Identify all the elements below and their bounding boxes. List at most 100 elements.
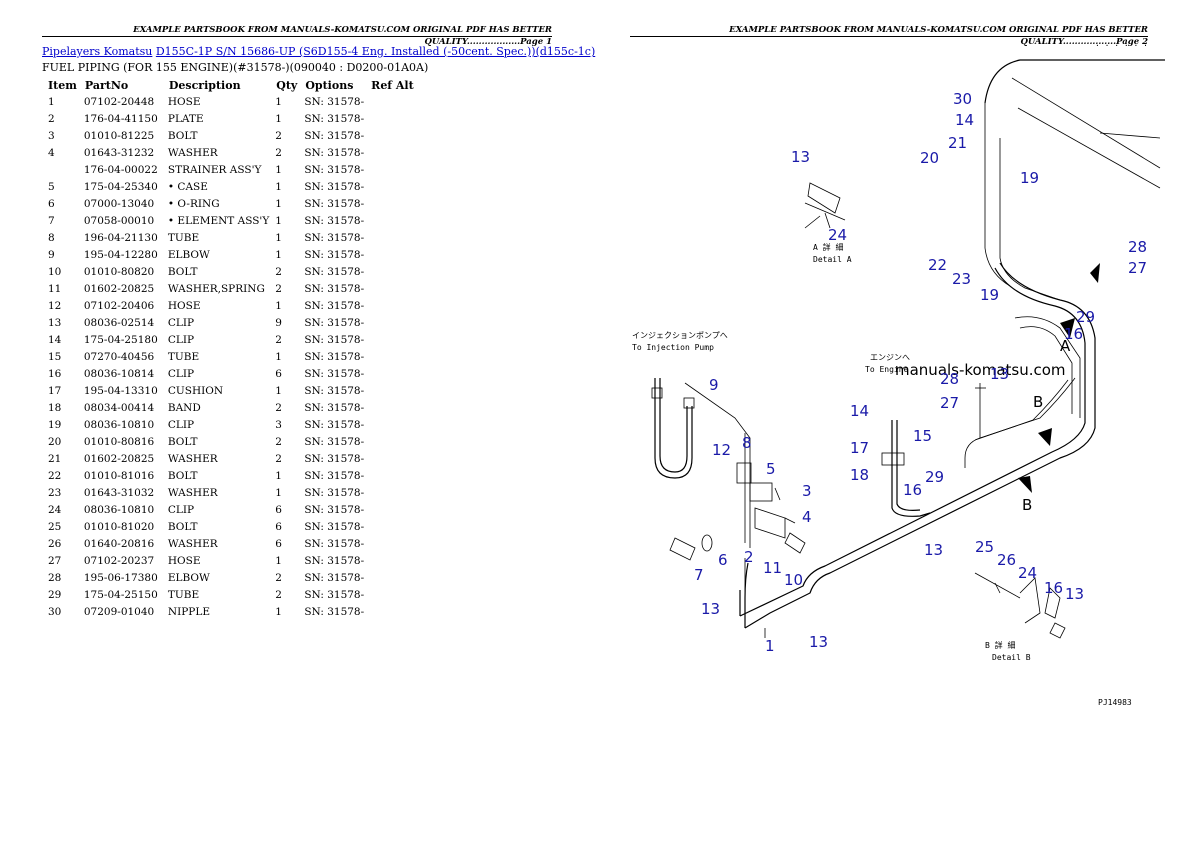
column-header-partno: PartNo	[84, 78, 129, 92]
cell-partno: 08036-10814	[83, 367, 155, 380]
cell-qty: 2	[275, 571, 282, 584]
callout-27: 27	[1128, 259, 1147, 277]
cell-partno: 01602-20825	[83, 452, 155, 465]
cell-ref-alt	[367, 365, 418, 382]
callout-16: 16	[903, 481, 922, 499]
cell-partno: 175-04-25180	[83, 333, 158, 346]
breadcrumb-link-model[interactable]: D155C-1P S/N 15686-UP (S6D155-4 Eng. Ins…	[155, 45, 596, 58]
cell-description: CUSHION	[167, 384, 224, 397]
cell-ref-alt	[367, 518, 418, 535]
callout-16: 16	[1044, 579, 1063, 597]
cell-description: CLIP	[167, 418, 195, 431]
cell-partno: 175-04-25150	[83, 588, 158, 601]
callout-11: 11	[763, 559, 782, 577]
cell-options: SN: 31578-	[304, 163, 365, 176]
cell-qty: 1	[275, 248, 282, 261]
cell-qty: 2	[275, 588, 282, 601]
cell-options: SN: 31578-	[304, 435, 365, 448]
cell-partno: 01010-81225	[83, 129, 155, 142]
cell-ref-alt	[367, 501, 418, 518]
cell-qty: 9	[275, 316, 282, 329]
cell-ref-alt	[367, 552, 418, 569]
cell-item: 13	[48, 316, 62, 329]
cell-description: CLIP	[167, 367, 195, 380]
cell-ref-alt	[367, 110, 418, 127]
cell-item: 10	[48, 265, 62, 278]
cell-ref-alt	[367, 229, 418, 246]
callout-22: 22	[928, 256, 947, 274]
tube-15-assembly	[881, 383, 986, 517]
callout-13: 13	[990, 365, 1009, 383]
cell-item: 26	[48, 537, 62, 550]
cell-item: 15	[48, 350, 62, 363]
cell-options: SN: 31578-	[304, 554, 365, 567]
column-header-options: Options	[305, 78, 354, 92]
cell-description: WASHER	[167, 537, 218, 550]
view-letter-b-lower: B	[1022, 496, 1032, 514]
cell-options: SN: 31578-	[304, 180, 365, 193]
cell-partno: 07058-00010	[83, 214, 155, 227]
detail-b-label: Detail B	[992, 653, 1031, 662]
callout-25: 25	[975, 538, 994, 556]
cell-partno: 01643-31032	[83, 486, 155, 499]
cell-qty: 1	[275, 163, 282, 176]
callout-28: 28	[1128, 238, 1147, 256]
cell-options: SN: 31578-	[304, 418, 365, 431]
cell-qty: 2	[275, 333, 282, 346]
arrows	[1018, 263, 1100, 493]
callout-13: 13	[1065, 585, 1084, 603]
cell-options: SN: 31578-	[304, 452, 365, 465]
cell-item: 18	[48, 401, 62, 414]
cell-options: SN: 31578-	[304, 350, 365, 363]
cell-description: BOLT	[167, 520, 198, 533]
cell-item: 29	[48, 588, 62, 601]
parts-table-header: Item PartNo Description Qty Options Ref …	[42, 77, 418, 93]
cell-ref-alt	[367, 127, 418, 144]
to-injection-pump-label: To Injection Pump	[632, 343, 714, 352]
cell-ref-alt	[367, 161, 418, 178]
cell-description: NIPPLE	[167, 605, 210, 618]
cell-options: SN: 31578-	[304, 588, 365, 601]
callout-19: 19	[980, 286, 999, 304]
column-header-qty: Qty	[276, 78, 298, 92]
callout-23: 23	[952, 270, 971, 288]
cell-ref-alt	[367, 535, 418, 552]
cell-item: 14	[48, 333, 62, 346]
cell-description: WASHER	[167, 146, 218, 159]
callout-13: 13	[791, 148, 810, 166]
cell-description: • CASE	[167, 180, 208, 193]
cell-partno: 195-06-17380	[83, 571, 158, 584]
cell-partno: 196-04-21130	[83, 231, 158, 244]
callout-24: 24	[828, 226, 847, 244]
cell-partno: 01010-81016	[83, 469, 155, 482]
cell-ref-alt	[367, 348, 418, 365]
cell-qty: 2	[275, 146, 282, 159]
breadcrumb-link-pipelayers[interactable]: Pipelayers Komatsu	[42, 45, 153, 58]
cell-ref-alt	[367, 586, 418, 603]
callout-10: 10	[784, 571, 803, 589]
callout-13: 13	[809, 633, 828, 651]
cell-description: TUBE	[167, 231, 200, 244]
cell-options: SN: 31578-	[304, 214, 365, 227]
strainer-assembly	[669, 382, 806, 638]
cell-description: BOLT	[167, 435, 198, 448]
cell-item: 20	[48, 435, 62, 448]
cell-partno: 08036-02514	[83, 316, 155, 329]
cell-qty: 1	[275, 180, 282, 193]
cell-description: TUBE	[167, 350, 200, 363]
cell-partno: 08036-10810	[83, 418, 155, 431]
callout-4: 4	[802, 508, 812, 526]
detail-b-jp: B 詳 細	[985, 640, 1015, 650]
page-header-2: EXAMPLE PARTSBOOK FROM MANUALS-KOMATSU.C…	[630, 24, 1148, 47]
